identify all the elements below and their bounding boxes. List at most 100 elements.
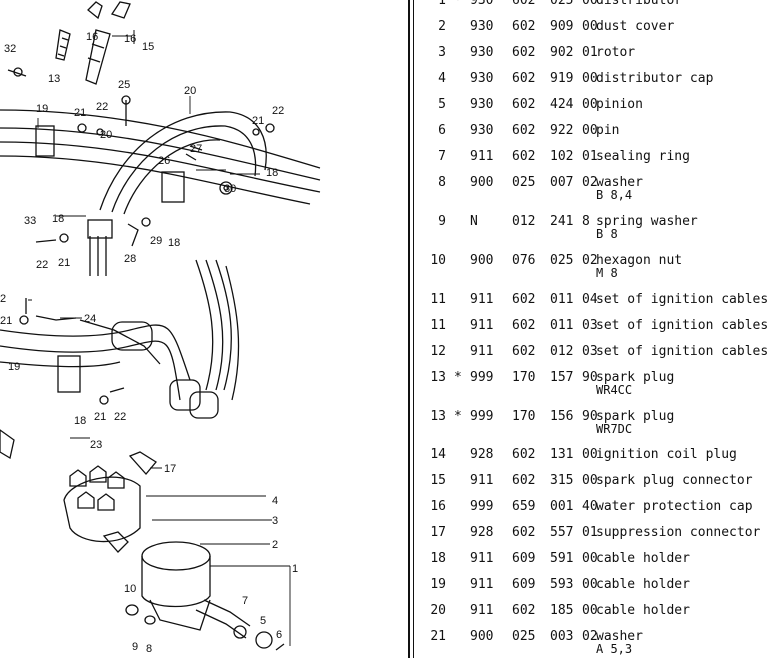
callout-33: 33 (24, 215, 36, 227)
callout-19a: 19 (36, 103, 48, 115)
position-number: 3 (438, 45, 446, 60)
part-number-group-3: 424 (550, 97, 574, 112)
position-number: 13 (430, 409, 446, 424)
part-number-group-4: 00 (582, 97, 598, 112)
part-number-group-4: 00 (582, 19, 598, 34)
part-number-group-2: 602 (512, 318, 536, 333)
part-description: cable holder (596, 577, 690, 592)
part-number-group-3: 007 (550, 175, 574, 190)
callout-23: 23 (90, 439, 102, 451)
callout-18d: 18 (74, 415, 86, 427)
part-number-group-4: 00 (582, 473, 598, 488)
part-spec: B 8 (596, 227, 618, 241)
part-number-group-2: 602 (512, 97, 536, 112)
callout-20a: 20 (184, 85, 196, 97)
part-description: suppression connector (596, 525, 761, 540)
position-number: 21 (430, 629, 446, 644)
part-number-group-1: 911 (470, 603, 494, 618)
callout-1: 1 (292, 563, 298, 575)
part-number-group-1: 911 (470, 344, 494, 359)
callout-25: 25 (118, 79, 130, 91)
callout-3: 3 (272, 515, 278, 527)
callout-17: 17 (164, 463, 176, 475)
position-number: 4 (438, 71, 446, 86)
position-number: 7 (438, 149, 446, 164)
part-number-group-1: 930 (470, 0, 494, 8)
part-description: spring washer (596, 214, 698, 229)
callout-22c: 22 (36, 259, 48, 271)
part-description: sealing ring (596, 149, 690, 164)
callout-2-left: 2 (0, 293, 6, 305)
position-number: 2 (438, 19, 446, 34)
callout-18a: 18 (266, 167, 278, 179)
part-number-group-3: 011 (550, 292, 574, 307)
part-description: spark plug (596, 409, 675, 424)
part-number-group-4: 8 (582, 214, 590, 229)
callout-29: 29 (150, 235, 162, 247)
part-number-group-1: 930 (470, 123, 494, 138)
part-number-group-1: 900 (470, 629, 494, 644)
part-number-group-3: 919 (550, 71, 574, 86)
part-number-group-1: 911 (470, 577, 494, 592)
callout-6: 6 (276, 629, 282, 641)
part-number-group-2: 602 (512, 525, 536, 540)
part-spec: M 8 (596, 266, 618, 280)
callout-24: 24 (84, 313, 96, 325)
notation-mark: * (454, 0, 462, 8)
position-number: 13 (430, 370, 446, 385)
part-description: hexagon nut (596, 253, 683, 268)
part-number-group-1: 999 (470, 409, 494, 424)
callout-8: 8 (146, 643, 152, 655)
part-number-group-4: 02 (582, 175, 598, 190)
part-number-group-1: 930 (470, 19, 494, 34)
part-description: rotor (596, 45, 636, 60)
callout-7: 7 (242, 595, 248, 607)
part-number-group-2: 609 (512, 551, 536, 566)
part-description: cable holder (596, 603, 690, 618)
part-number-group-4: 00 (582, 71, 598, 86)
part-number-group-2: 602 (512, 45, 536, 60)
part-description: set of ignition cables (596, 292, 769, 307)
part-number-group-1: N (470, 214, 478, 229)
part-spec: WR4CC (596, 383, 633, 397)
notation-mark: * (454, 409, 462, 424)
part-description: water protection cap (596, 499, 753, 514)
callout-26: 26 (158, 155, 170, 167)
position-number: 8 (438, 175, 446, 190)
part-number-group-3: 902 (550, 45, 574, 60)
position-number: 20 (430, 603, 446, 618)
part-number-group-3: 315 (550, 473, 574, 488)
callout-21c: 21 (58, 257, 70, 269)
part-number-group-3: 003 (550, 629, 574, 644)
part-number-group-3: 102 (550, 149, 574, 164)
callout-9: 9 (132, 641, 138, 653)
callout-22b: 22 (272, 105, 284, 117)
part-number-group-3: 001 (550, 499, 574, 514)
part-description: spark plug connector (596, 473, 753, 488)
notation-mark: * (454, 370, 462, 385)
part-number-group-2: 602 (512, 123, 536, 138)
callout-4: 4 (272, 495, 278, 507)
callout-16b: 16 (124, 33, 136, 45)
callout-18c: 18 (168, 237, 180, 249)
part-description: pinion (596, 97, 643, 112)
part-number-group-1: 930 (470, 71, 494, 86)
position-number: 1 (438, 0, 446, 8)
part-number-group-3: 012 (550, 344, 574, 359)
part-number-group-3: 025 (550, 253, 574, 268)
part-number-group-3: 593 (550, 577, 574, 592)
position-number: 14 (430, 447, 446, 462)
exploded-parts-diagram: 32 16 16 15 13 25 20 19 21 22 21 22 26 2… (0, 1, 321, 655)
part-number-group-1: 928 (470, 525, 494, 540)
part-description: ignition coil plug (596, 447, 737, 462)
part-number-group-2: 609 (512, 577, 536, 592)
part-number-group-1: 928 (470, 447, 494, 462)
part-number-group-2: 602 (512, 0, 536, 8)
part-description: washer (596, 629, 643, 644)
callout-10: 10 (124, 583, 136, 595)
part-number-group-2: 170 (512, 370, 536, 385)
callout-5: 5 (260, 615, 266, 627)
column-divider-right (413, 0, 414, 658)
part-number-group-3: 557 (550, 525, 574, 540)
part-number-group-1: 911 (470, 318, 494, 333)
